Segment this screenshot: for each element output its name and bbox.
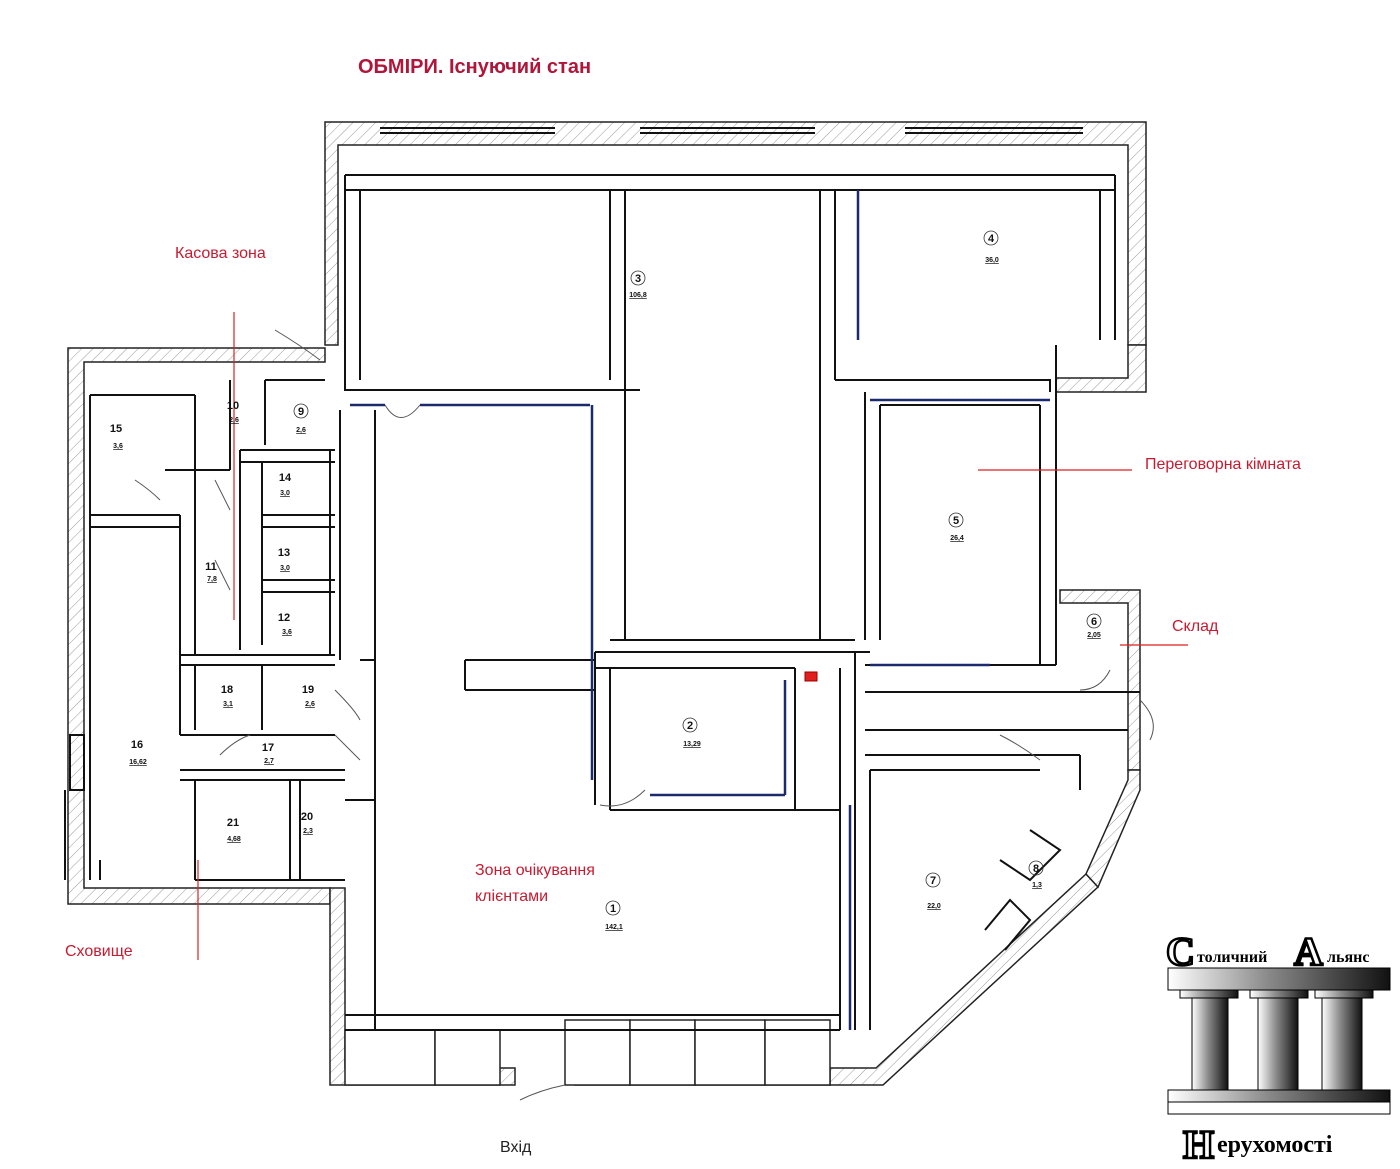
svg-text:2,6: 2,6 — [305, 701, 315, 708]
svg-text:3,6: 3,6 — [282, 629, 292, 636]
room-12: 123,6 — [278, 612, 292, 636]
svg-text:2,6: 2,6 — [296, 427, 306, 434]
logo-word-bottom: ерухомості — [1217, 1132, 1333, 1158]
zone-label-warehouse: Склад — [1172, 618, 1219, 635]
glass-partitions — [350, 190, 1050, 1030]
svg-text:17: 17 — [262, 742, 274, 754]
svg-text:2,3: 2,3 — [303, 828, 313, 835]
svg-text:13,29: 13,29 — [683, 741, 701, 748]
logo-initial-top: С — [1166, 929, 1195, 974]
room-13: 133,0 — [278, 547, 290, 572]
room-6: 62,05 — [1086, 613, 1102, 639]
room-17: 172,7 — [262, 742, 274, 765]
svg-text:11: 11 — [205, 561, 217, 573]
svg-text:142,1: 142,1 — [605, 924, 623, 931]
room-1: 1 142,1 — [605, 900, 623, 931]
top-windows — [380, 127, 1083, 134]
svg-text:19: 19 — [302, 684, 314, 696]
zone-label-storage: Сховище — [65, 943, 133, 960]
svg-text:8: 8 — [1033, 863, 1039, 875]
logo-word-top-1: толичний — [1197, 949, 1267, 966]
room-2: 213,29 — [682, 717, 701, 748]
room-18: 183,1 — [221, 684, 233, 708]
left-annex-walls — [64, 379, 345, 881]
room-21: 214,68 — [227, 817, 241, 843]
room-3: 3 106,8 — [629, 270, 647, 299]
svg-text:26,4: 26,4 — [950, 535, 964, 542]
svg-text:2: 2 — [687, 720, 693, 732]
company-logo: С толичний А льянс Н ерухомості — [1158, 928, 1400, 1169]
door-swings — [134, 329, 1154, 1101]
room-19: 192,6 — [302, 684, 315, 708]
room-16: 16 16,62 — [129, 739, 147, 766]
svg-text:9: 9 — [298, 406, 304, 418]
room-7: 722,0 — [925, 872, 941, 910]
logo-initial-bottom: Н — [1183, 1122, 1214, 1167]
svg-text:3,0: 3,0 — [280, 565, 290, 572]
leader-lines — [197, 312, 1188, 960]
svg-text:3,1: 3,1 — [223, 701, 233, 708]
logo-initial-top-2: А — [1294, 929, 1323, 974]
svg-text:7: 7 — [930, 875, 936, 887]
exterior-walls — [67, 121, 1147, 1086]
zone-label-meeting: Переговорна кімната — [1145, 456, 1301, 473]
electrical-marker — [804, 671, 818, 682]
page-title: ОБМІРИ. Існуючий стан — [358, 56, 591, 78]
svg-text:22,0: 22,0 — [927, 903, 941, 910]
svg-text:15: 15 — [110, 423, 122, 435]
svg-text:12: 12 — [278, 612, 290, 624]
svg-text:10: 10 — [227, 400, 239, 412]
svg-text:6: 6 — [1091, 616, 1097, 628]
svg-text:106,8: 106,8 — [629, 292, 647, 299]
svg-text:3,6: 3,6 — [113, 443, 123, 450]
logo-word-top-2: льянс — [1327, 949, 1369, 966]
room-10: 102,6 — [227, 400, 239, 424]
room-15: 153,6 — [110, 423, 123, 450]
svg-text:3: 3 — [635, 273, 641, 285]
svg-text:2,6: 2,6 — [229, 417, 239, 424]
room-4: 436,0 — [983, 230, 999, 264]
svg-text:16,62: 16,62 — [129, 759, 147, 766]
svg-text:5: 5 — [953, 515, 959, 527]
svg-text:1,3: 1,3 — [1032, 882, 1042, 889]
room-9: 92,6 — [293, 403, 309, 434]
svg-text:13: 13 — [278, 547, 290, 559]
svg-text:3,0: 3,0 — [280, 490, 290, 497]
room-5: 526,4 — [948, 512, 964, 542]
svg-text:2,7: 2,7 — [264, 758, 274, 765]
zone-label-waiting-2: клієнтами — [475, 888, 548, 905]
zone-label-cash: Касова зона — [175, 245, 266, 262]
room-8: 81,3 — [1028, 860, 1044, 889]
room-20: 202,3 — [301, 811, 313, 835]
interior-walls — [344, 174, 1140, 1031]
room-11: 117,8 — [205, 561, 217, 583]
room-14: 143,0 — [279, 472, 292, 497]
svg-text:1: 1 — [610, 903, 616, 915]
svg-text:20: 20 — [301, 811, 313, 823]
zone-label-entrance: Вхід — [500, 1139, 532, 1156]
svg-text:16: 16 — [131, 739, 143, 751]
svg-text:21: 21 — [227, 817, 239, 829]
svg-text:36,0: 36,0 — [985, 257, 999, 264]
zone-label-waiting-1: Зона очікування — [475, 862, 595, 879]
svg-text:7,8: 7,8 — [207, 576, 217, 583]
svg-text:4,68: 4,68 — [227, 836, 241, 843]
svg-text:2,05: 2,05 — [1087, 632, 1101, 639]
svg-text:4: 4 — [988, 233, 995, 245]
svg-text:14: 14 — [279, 472, 292, 484]
svg-text:18: 18 — [221, 684, 233, 696]
